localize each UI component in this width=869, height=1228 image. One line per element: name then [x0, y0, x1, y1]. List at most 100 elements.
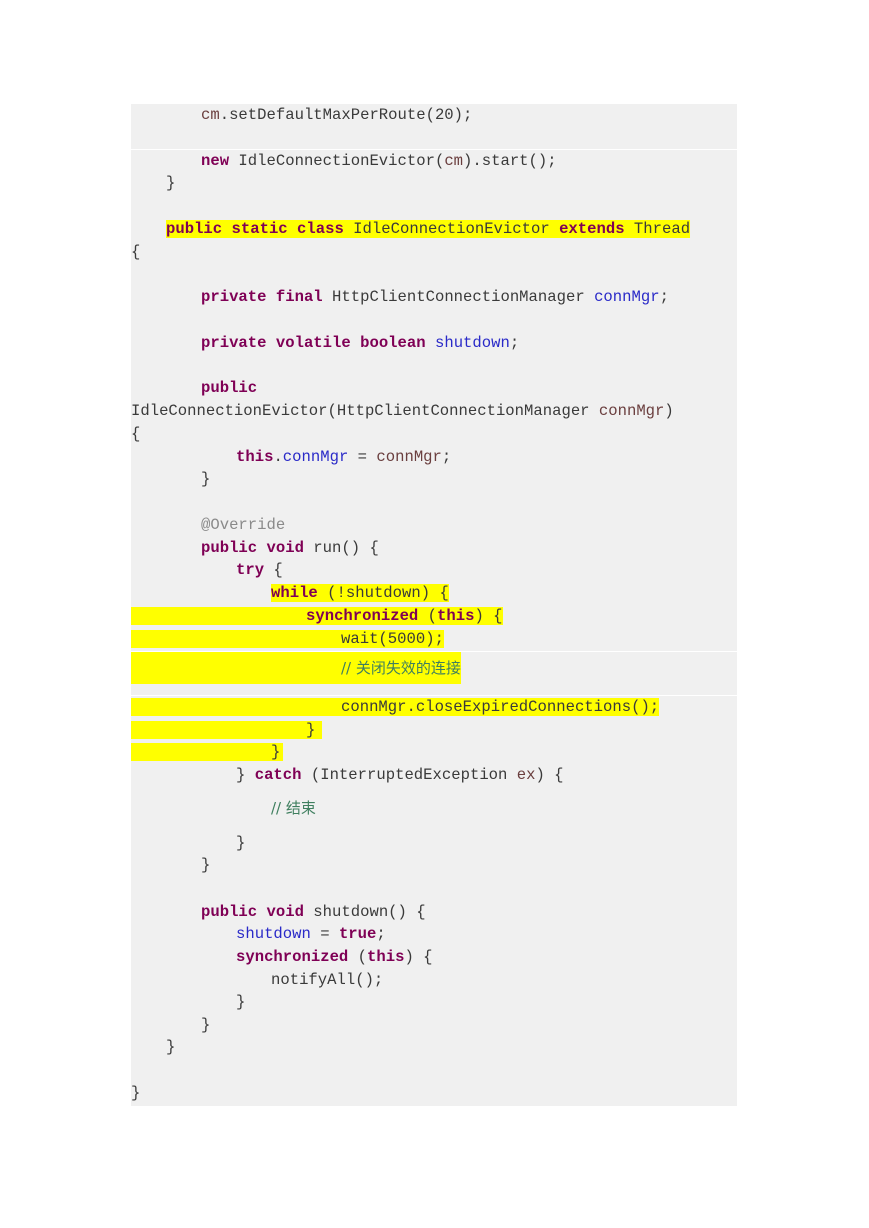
code-comment: // 结束	[271, 799, 316, 817]
code-token	[222, 220, 231, 238]
code-token: }	[236, 834, 246, 852]
code-token: void	[266, 539, 304, 557]
code-token: IdleConnectionEvictor(	[229, 152, 445, 170]
code-token: run() {	[303, 539, 379, 557]
code-line: connMgr.closeExpiredConnections();	[131, 696, 737, 719]
code-token: }	[131, 1084, 141, 1102]
code-token: }	[236, 993, 246, 1011]
code-token: shutdown() {	[303, 903, 426, 921]
code-line: }	[131, 172, 737, 195]
code-line: while (!shutdown) {	[131, 582, 737, 605]
code-line: IdleConnectionEvictor(HttpClientConnecti…	[131, 400, 737, 423]
line-separator	[131, 149, 737, 150]
code-token	[426, 334, 435, 352]
code-token: ).start();	[463, 152, 557, 170]
code-token: {	[264, 561, 283, 579]
code-token: @Override	[201, 516, 286, 534]
code-token: =	[348, 448, 377, 466]
line-separator	[131, 695, 737, 696]
code-token: synchronized	[236, 948, 349, 966]
code-line: public void run() {	[131, 537, 737, 560]
code-token: (	[418, 607, 438, 625]
code-line: } catch (InterruptedException ex) {	[131, 764, 737, 787]
code-token: }	[236, 766, 255, 784]
code-line: // 结束	[131, 797, 737, 820]
code-token: (InterruptedException	[301, 766, 517, 784]
code-token: void	[266, 903, 304, 921]
code-token: this	[236, 448, 274, 466]
code-line: private volatile boolean shutdown;	[131, 332, 737, 355]
code-line: @Override	[131, 514, 737, 537]
code-token: .setDefaultMaxPerRoute(20);	[219, 106, 473, 124]
code-token: public	[201, 379, 258, 397]
code-token: (!shutdown) {	[317, 584, 449, 602]
code-block: cm.setDefaultMaxPerRoute(20); new IdleCo…	[131, 104, 737, 1106]
code-token	[257, 539, 266, 557]
code-line: public void shutdown() {	[131, 901, 737, 924]
code-token: Thread	[624, 220, 691, 238]
code-line: notifyAll();	[131, 969, 737, 992]
code-token: class	[297, 220, 344, 238]
code-token: connMgr.closeExpiredConnections();	[341, 698, 660, 716]
code-token: volatile	[275, 334, 351, 352]
code-token	[351, 334, 360, 352]
code-token: catch	[254, 766, 302, 784]
code-line: public	[131, 377, 737, 400]
code-token: ) {	[535, 766, 564, 784]
code-token: cm	[444, 152, 464, 170]
code-token: =	[310, 925, 339, 943]
code-token: try	[236, 561, 265, 579]
code-token: boolean	[360, 334, 426, 352]
code-token: }	[201, 1016, 211, 1034]
code-line: }	[131, 1014, 737, 1037]
code-line: {	[131, 241, 737, 264]
code-token: }	[166, 174, 176, 192]
code-line: }	[131, 1082, 737, 1105]
code-line: shutdown = true;	[131, 923, 737, 946]
code-token	[267, 334, 276, 352]
code-line: {	[131, 423, 737, 446]
code-token: }	[306, 721, 316, 739]
code-token: final	[275, 288, 323, 306]
code-token: notifyAll();	[271, 971, 384, 989]
code-token: .	[273, 448, 283, 466]
code-token	[257, 903, 266, 921]
code-line: }	[131, 468, 737, 491]
code-token: cm	[201, 106, 220, 124]
code-token: synchronized	[306, 607, 419, 625]
code-token: public	[166, 220, 223, 238]
code-token: shutdown	[434, 334, 510, 352]
code-token: }	[271, 743, 281, 761]
code-token: IdleConnectionEvictor(HttpClientConnecti…	[131, 402, 599, 420]
code-token: }	[166, 1038, 176, 1056]
code-line: }	[131, 741, 737, 764]
code-token: private	[201, 288, 267, 306]
code-token: (	[348, 948, 368, 966]
code-token: )	[664, 402, 674, 420]
code-line: public static class IdleConnectionEvicto…	[131, 218, 737, 241]
code-token: ex	[516, 766, 536, 784]
code-token: public	[201, 903, 258, 921]
code-line: cm.setDefaultMaxPerRoute(20);	[131, 104, 737, 127]
code-token	[288, 220, 297, 238]
code-token: ;	[509, 334, 520, 352]
code-token: ) {	[474, 607, 503, 625]
code-token: }	[201, 856, 211, 874]
code-token: connMgr	[594, 288, 660, 306]
code-line: }	[131, 991, 737, 1014]
code-token: ;	[376, 925, 386, 943]
code-line: try {	[131, 559, 737, 582]
code-token: private	[201, 334, 267, 352]
code-token: connMgr	[376, 448, 442, 466]
code-token: this	[367, 948, 405, 966]
code-token: HttpClientConnectionManager	[322, 288, 595, 306]
code-token: new	[201, 152, 230, 170]
code-comment: // 关闭失效的连接	[341, 659, 461, 677]
code-token: static	[231, 220, 288, 238]
code-token: IdleConnectionEvictor	[343, 220, 560, 238]
line-separator	[131, 651, 737, 652]
code-token: ;	[441, 448, 452, 466]
code-line: }	[131, 854, 737, 877]
code-token: ;	[659, 288, 669, 306]
code-token: connMgr	[598, 402, 665, 420]
